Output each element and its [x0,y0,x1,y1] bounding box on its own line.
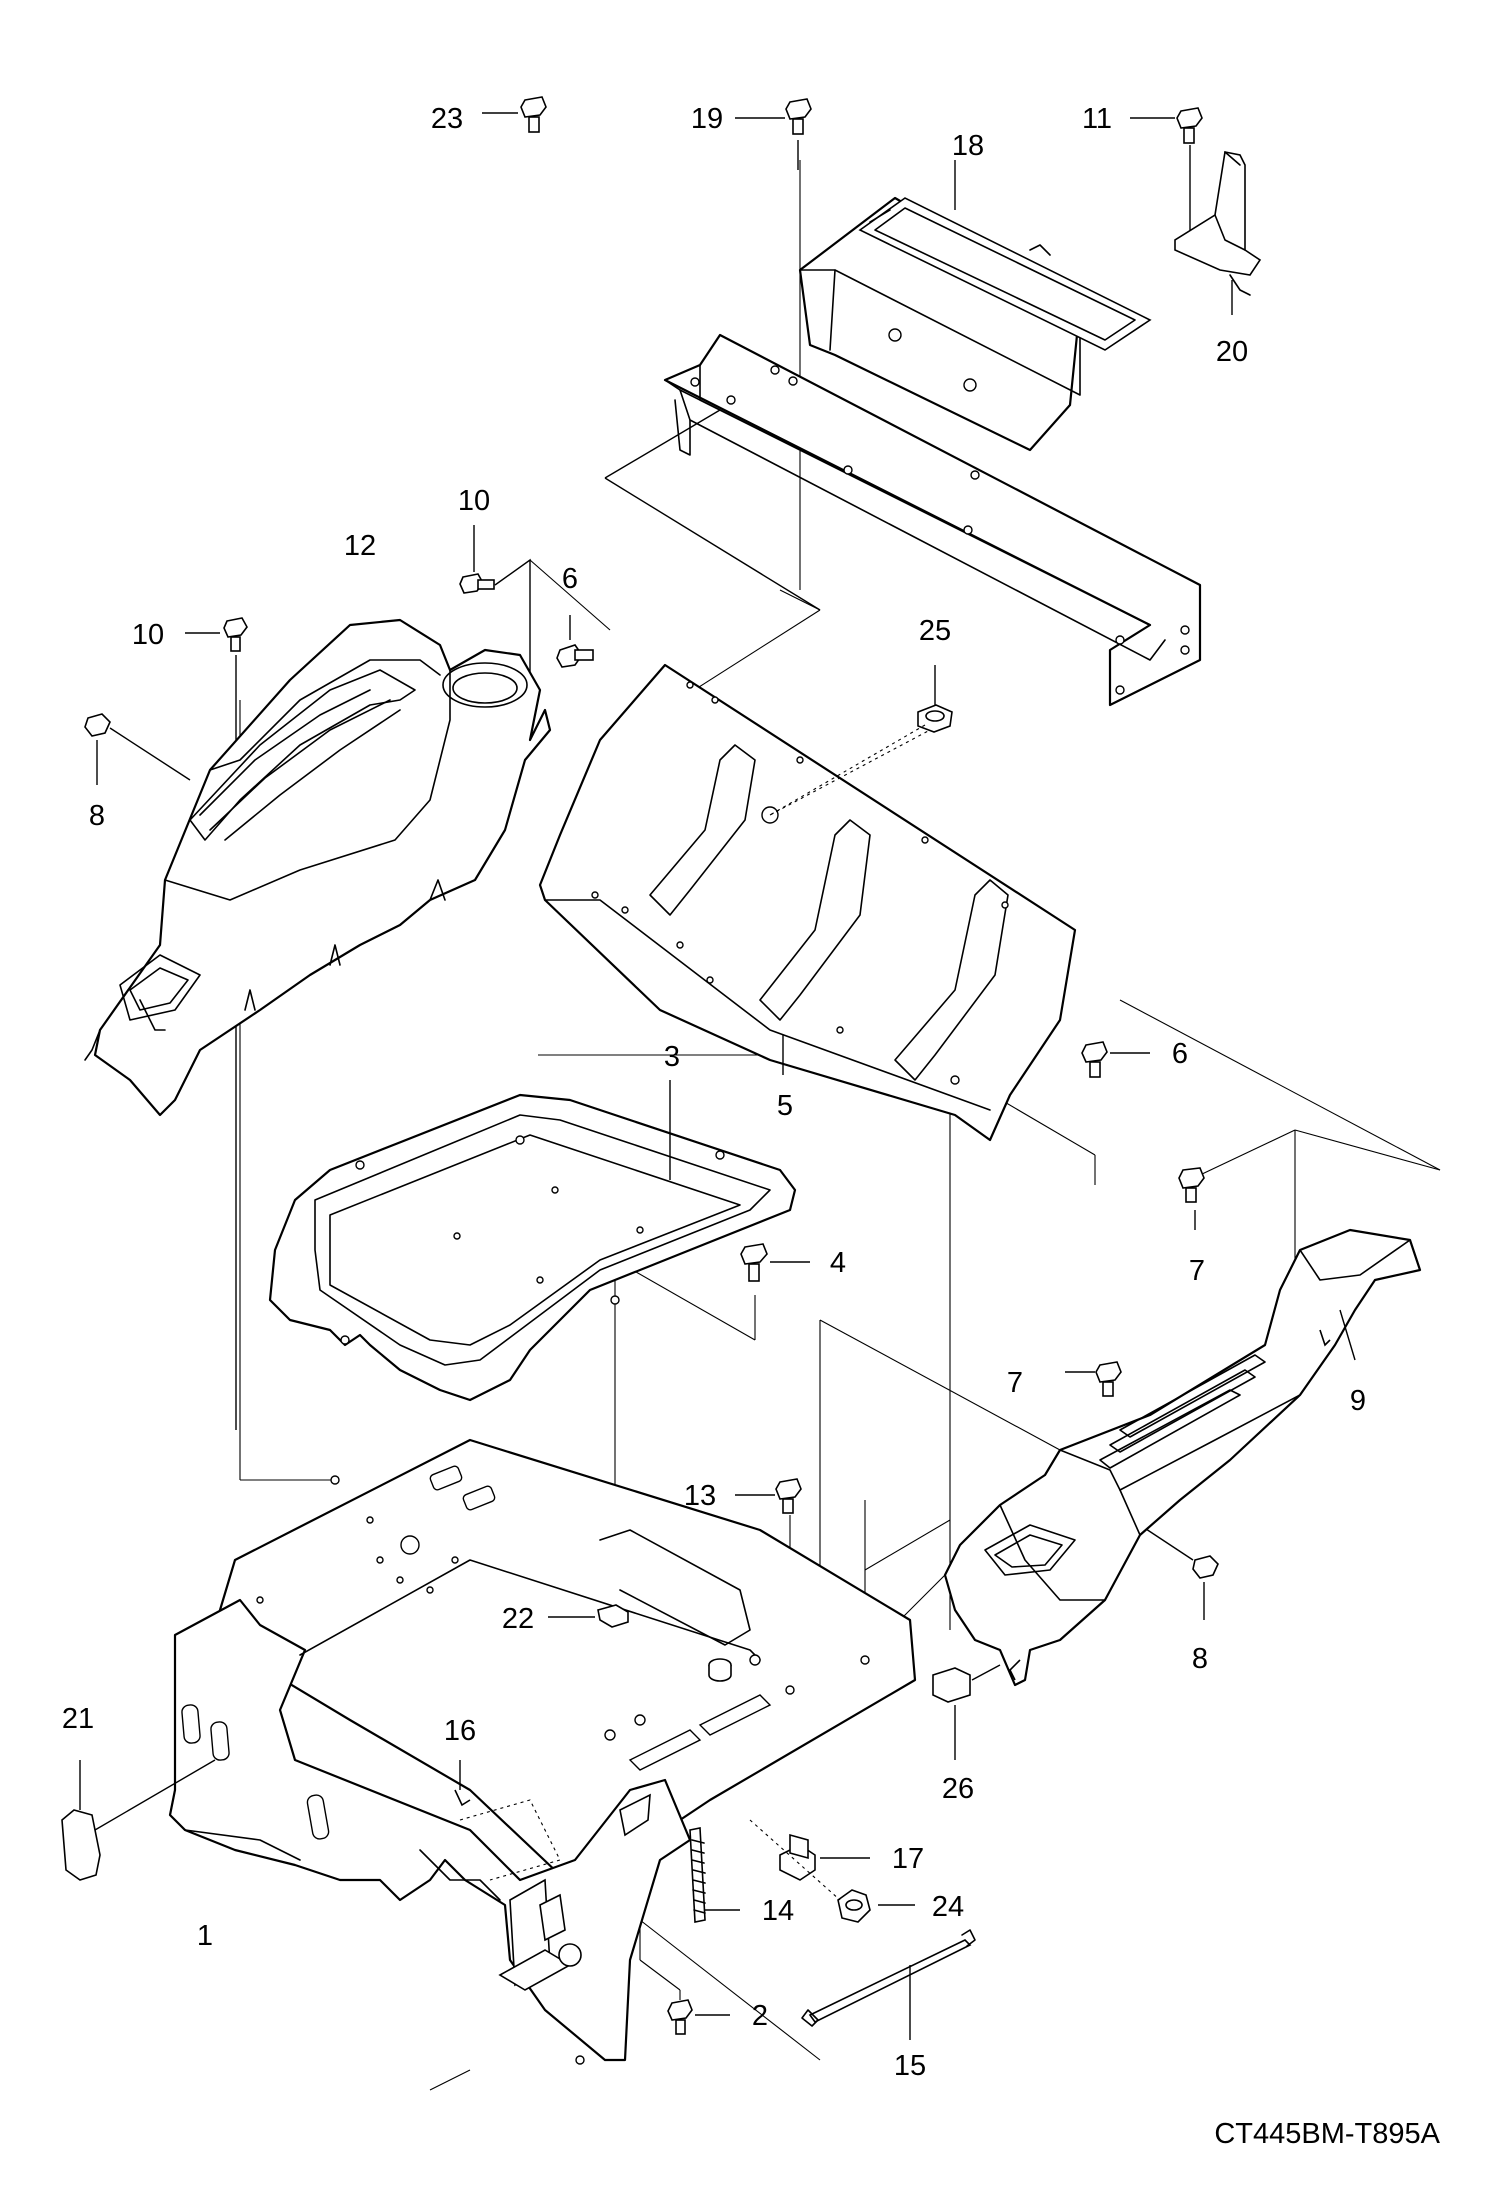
part-2-bolt [667,1999,730,2035]
callout-3: 3 [664,1041,680,1073]
callout-1: 1 [197,1920,213,1952]
callout-6-upper: 6 [562,563,578,595]
callout-15: 15 [894,2050,926,2082]
part-11-bolt [1130,107,1203,250]
callout-18: 18 [952,130,984,162]
part-26-plug [932,1664,1001,1760]
part-12-left-console [84,618,552,1117]
part-21-plug [61,1759,216,1881]
part-1-seat-base-frame [168,1438,917,2065]
callout-8-right: 8 [1192,1643,1208,1675]
callout-14: 14 [762,1895,794,1927]
callout-9: 9 [1350,1385,1366,1417]
part-15-rod [801,1929,976,2040]
part-4-bolt [740,1243,810,1282]
callout-21: 21 [62,1703,94,1735]
part-8-nut-right [1139,1524,1219,1620]
part-25-grommet [769,665,953,816]
callout-25: 25 [919,615,951,647]
callout-19: 19 [691,103,723,135]
part-7-bolt-upper [1178,1167,1205,1230]
callout-20: 20 [1216,336,1248,368]
callout-16: 16 [444,1715,476,1747]
part-19-bolt [735,98,812,170]
callout-6-right: 6 [1172,1038,1188,1070]
part-5-rear-floor-panel [538,663,1077,1142]
callout-7-lower: 7 [1007,1367,1023,1399]
part-6-bolt-upper [556,615,594,668]
part-18-storage-box [798,160,1152,452]
part-9-right-console-cover [943,1228,1422,1687]
part-16-pin [454,1760,471,1807]
callout-13: 13 [684,1480,716,1512]
part-6-bolt-right [1081,1041,1150,1078]
part-22-grommet [548,1604,732,1682]
callout-11: 11 [1082,103,1112,135]
part-17-bracket [779,1833,870,1881]
callout-7-upper: 7 [1189,1255,1205,1287]
part-7-bolt-lower [1065,1361,1122,1397]
callout-2: 2 [752,2000,768,2032]
callout-26: 26 [942,1773,974,1805]
part-14-spring [689,1827,740,1923]
storage-box-mounting-rail [604,333,1202,707]
callout-12: 12 [344,530,376,562]
part-3-seat-pan [268,1080,797,1402]
callout-5: 5 [777,1090,793,1122]
callout-8-left: 8 [89,800,105,832]
callout-10-upper: 10 [458,485,490,517]
callout-labels: 1 2 3 4 5 6 6 7 7 8 8 9 10 10 11 12 13 1… [62,103,1366,2082]
callout-4: 4 [830,1247,846,1279]
part-8-nut-left [84,713,191,785]
callout-10-left: 10 [132,619,164,651]
callout-22: 22 [502,1603,534,1635]
callout-17: 17 [892,1843,924,1875]
drawing-code: CT445BM-T895A [1214,2118,1440,2150]
part-23-bolt [482,96,547,133]
part-20-bracket [1174,151,1262,315]
part-13-bolt [735,1478,802,1514]
callout-24: 24 [932,1891,964,1923]
part-24-bumper [749,1819,915,1923]
callout-23: 23 [431,103,463,135]
